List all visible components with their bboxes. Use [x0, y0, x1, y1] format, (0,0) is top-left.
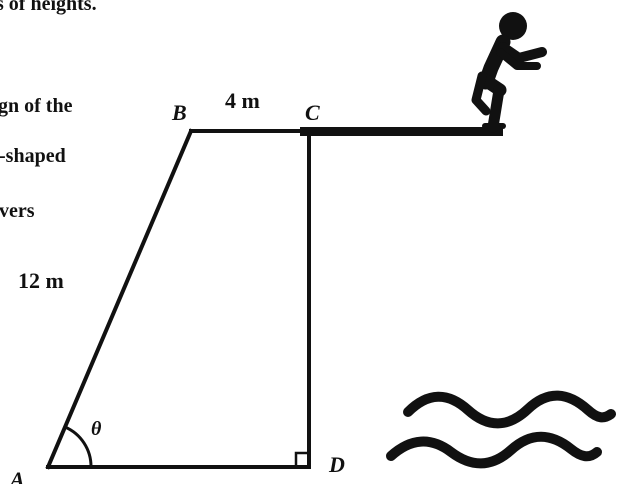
label-top-length: 4 m — [225, 88, 260, 113]
label-vertex-c: C — [305, 100, 320, 125]
wave-lower — [386, 431, 602, 469]
cropped-text-line-4: vers — [0, 200, 35, 222]
label-vertex-b: B — [171, 100, 187, 125]
cropped-text-line-3: -shaped — [0, 145, 66, 167]
cropped-text-line-1: s of heights. — [0, 0, 97, 15]
diving-board — [300, 127, 503, 136]
water-waves-icon — [386, 390, 616, 469]
label-vertex-a: A — [8, 467, 25, 484]
wave-upper — [403, 390, 616, 429]
trapezium-shape — [45, 128, 311, 470]
label-vertex-d: D — [328, 452, 345, 477]
cropped-text-line-2: gn of the — [0, 95, 73, 117]
person-crouching-icon — [471, 12, 547, 133]
label-angle: θ — [91, 418, 102, 440]
label-side-length: 12 m — [18, 268, 64, 293]
side-ab — [45, 128, 194, 470]
right-angle-marker — [294, 451, 309, 467]
angle-arc — [64, 425, 93, 468]
